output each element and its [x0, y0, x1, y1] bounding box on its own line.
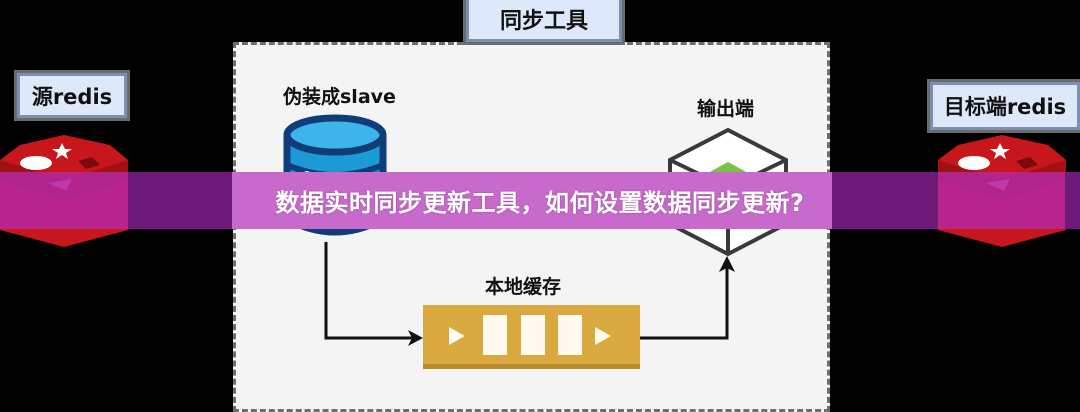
fake-slave-caption: 伪装成slave	[283, 86, 396, 108]
queue-slot-icon	[521, 315, 545, 355]
flow-arrows	[324, 242, 735, 346]
source-redis-label-text: 源redis	[31, 84, 113, 109]
source-redis-label: 源redis	[14, 70, 130, 121]
target-redis-label: 目标端redis	[927, 79, 1080, 133]
sync-tool-label: 同步工具	[463, 0, 625, 45]
title-banner: 数据实时同步更新工具，如何设置数据同步更新?	[0, 172, 1080, 229]
queue-slot-icon	[483, 315, 507, 355]
queue-in-arrow-icon	[449, 327, 465, 345]
title-banner-text: 数据实时同步更新工具，如何设置数据同步更新?	[275, 189, 805, 217]
queue-slot-icon	[558, 315, 582, 355]
queue-icon	[423, 305, 640, 369]
target-redis-label-text: 目标端redis	[943, 95, 1067, 119]
local-cache-caption: 本地缓存	[485, 276, 562, 298]
sync-tool-label-text: 同步工具	[499, 9, 588, 34]
queue-out-arrow-icon	[595, 327, 611, 345]
output-caption: 输出端	[697, 98, 755, 120]
